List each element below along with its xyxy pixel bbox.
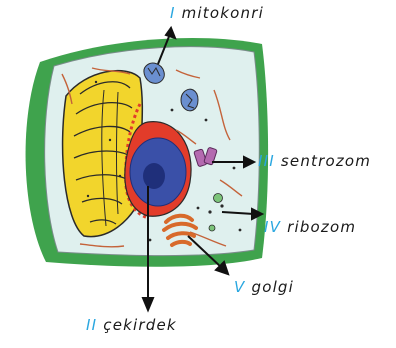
label-text: çekirdek	[103, 316, 177, 334]
label-text: golgi	[251, 278, 294, 296]
label-cekirdek: II çekirdek	[86, 316, 177, 334]
label-numeral: I	[170, 4, 176, 22]
label-numeral: V	[234, 278, 245, 296]
mitochondrion-2	[181, 89, 198, 111]
label-text: mitokonri	[182, 4, 264, 22]
label-sentrozom: III sentrozom	[258, 152, 371, 170]
label-text: sentrozom	[281, 152, 371, 170]
nucleus	[125, 122, 191, 217]
label-numeral: II	[86, 316, 97, 334]
label-numeral: IV	[264, 218, 281, 236]
nucleolus	[143, 163, 165, 189]
label-text: ribozom	[287, 218, 356, 236]
label-ribozom: IV ribozom	[264, 218, 356, 236]
label-numeral: III	[258, 152, 275, 170]
